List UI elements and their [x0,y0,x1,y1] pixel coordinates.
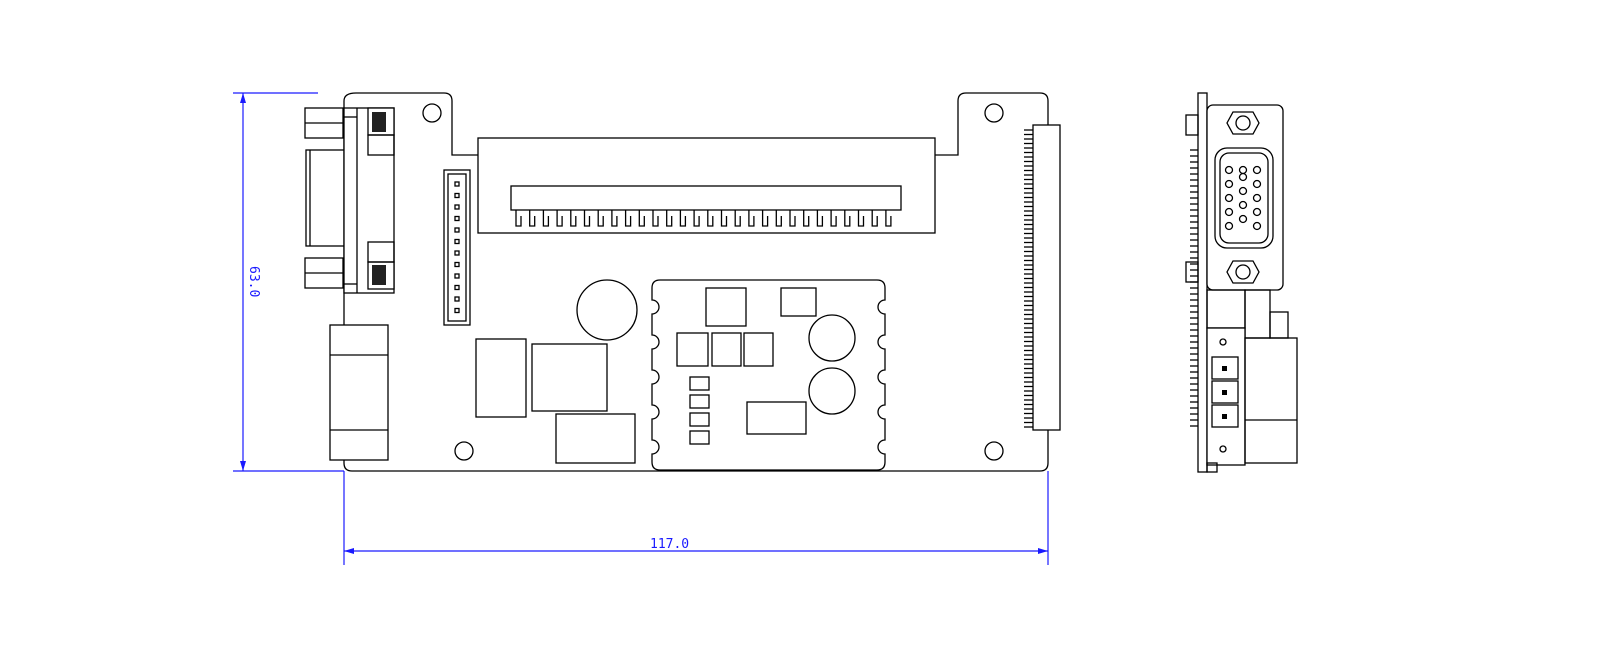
header-pin [454,215,460,222]
connector-pin [529,210,536,227]
vga-pin [1224,207,1234,217]
vga-pin [1224,165,1234,175]
module-outline [651,279,886,471]
vga-pin [1224,179,1234,189]
connector-pin [542,210,550,227]
header-pin [454,192,460,199]
connector-pin [748,210,755,227]
connector-pin [871,210,878,227]
connector-pin [597,210,604,227]
connector-pin [624,210,632,227]
header-pin [454,307,460,314]
connector-pin [734,210,741,227]
pin-header [443,169,471,326]
connector-pin [611,210,618,227]
connector-pin [761,210,769,227]
vga-pin [1252,165,1262,175]
header-pin [454,204,460,210]
db-connector-left [304,107,395,294]
vga-pin [1238,172,1248,182]
connector-pin [789,210,796,227]
vga-pin [1252,207,1262,217]
vga-pin [1238,200,1248,210]
header-pin [454,227,460,233]
connector-pin [707,210,714,227]
connector-pin [679,210,687,227]
vga-pin [1238,186,1248,196]
connector-pin [693,210,700,227]
vga-pin [1224,193,1234,203]
connector-pin [816,210,824,227]
connector-pin [885,210,892,227]
connector-pin [515,210,522,227]
connector-pin [570,210,577,227]
dimension-height: 63.0 [233,92,344,472]
edge-connector [1024,124,1061,431]
power-connector [329,324,389,461]
vga-pin [1238,214,1248,224]
connector-pin [666,210,673,227]
board-outline [343,92,1049,472]
height-label: 63.0 [246,266,261,297]
card-connector [477,137,936,234]
connector-pin [775,210,782,227]
header-pin [454,273,460,279]
daughter-module [651,279,886,471]
vga-pin [1252,193,1262,203]
header-pin [454,284,460,291]
connector-pin [638,210,645,227]
header-pin [454,238,460,245]
connector-pin [830,210,837,227]
connector-pin [844,210,851,227]
components [475,279,638,464]
vga-pin [1252,221,1262,231]
connector-pin [556,210,563,227]
header-pin [454,261,460,268]
header-pin [454,181,460,187]
side-view [1185,92,1298,473]
dimension-width: 117.0 [343,471,1049,565]
header-pin [454,296,460,302]
vga-pin [1252,179,1262,189]
vga-pin [1224,221,1234,231]
connector-pin [583,210,591,227]
header-pin [454,250,460,256]
connector-pin [857,210,865,227]
connector-pin [803,210,810,227]
connector-pin [720,210,728,227]
connector-pin [652,210,659,227]
mounting-holes [422,103,1004,461]
width-label: 117.0 [650,537,689,552]
